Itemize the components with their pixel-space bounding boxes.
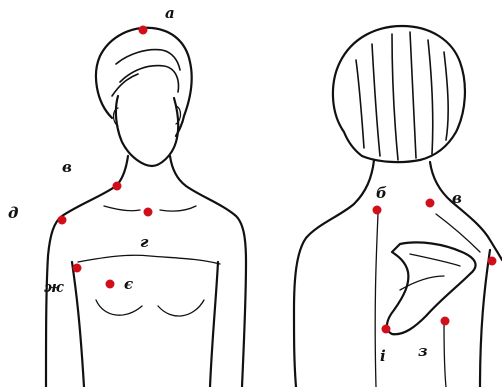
- front-shoulder-right: [170, 156, 246, 387]
- back-shoulder-blade-detail: [400, 214, 480, 290]
- back-label-b: б: [376, 184, 387, 202]
- back-spine: [375, 214, 378, 387]
- back-arm: [480, 250, 490, 387]
- front-bodice-right: [210, 262, 218, 387]
- back-label-z: з: [418, 342, 428, 360]
- front-label-d: д: [8, 204, 18, 222]
- back-point-z: [441, 317, 450, 326]
- front-label-zh: ж: [44, 278, 64, 296]
- front-point-g: [144, 208, 153, 217]
- front-label-v: в: [62, 158, 72, 176]
- back-label-v: в: [452, 189, 462, 207]
- back-inner-line: [444, 322, 446, 387]
- front-point-a: [139, 26, 148, 35]
- back-hair-strands: [356, 32, 448, 160]
- back-hair: [333, 26, 465, 162]
- back-shoulder-left: [294, 160, 374, 387]
- back-point-b: [373, 206, 382, 215]
- front-bodice-left: [72, 262, 84, 387]
- front-hair-strands: [112, 50, 180, 96]
- back-point-right: [488, 257, 497, 266]
- front-face: [116, 96, 178, 166]
- front-bust-curves: [96, 300, 204, 316]
- front-label-ye: є: [124, 275, 133, 293]
- front-collarbone-left: [104, 206, 140, 211]
- back-figure: [294, 26, 502, 387]
- front-bust-line: [78, 255, 220, 264]
- front-point-zh: [73, 264, 82, 273]
- front-label-g: г: [140, 233, 149, 251]
- back-point-v: [426, 199, 435, 208]
- front-point-d: [58, 216, 67, 225]
- front-label-a: а: [165, 4, 175, 22]
- back-label-i: і: [380, 347, 386, 365]
- front-shoulder-left: [46, 156, 128, 387]
- back-point-i: [382, 325, 391, 334]
- front-collarbone-right: [160, 206, 196, 211]
- front-point-v: [113, 182, 122, 191]
- back-shoulder-blade: [387, 242, 476, 334]
- front-figure: [46, 28, 246, 387]
- front-point-ye: [106, 280, 115, 289]
